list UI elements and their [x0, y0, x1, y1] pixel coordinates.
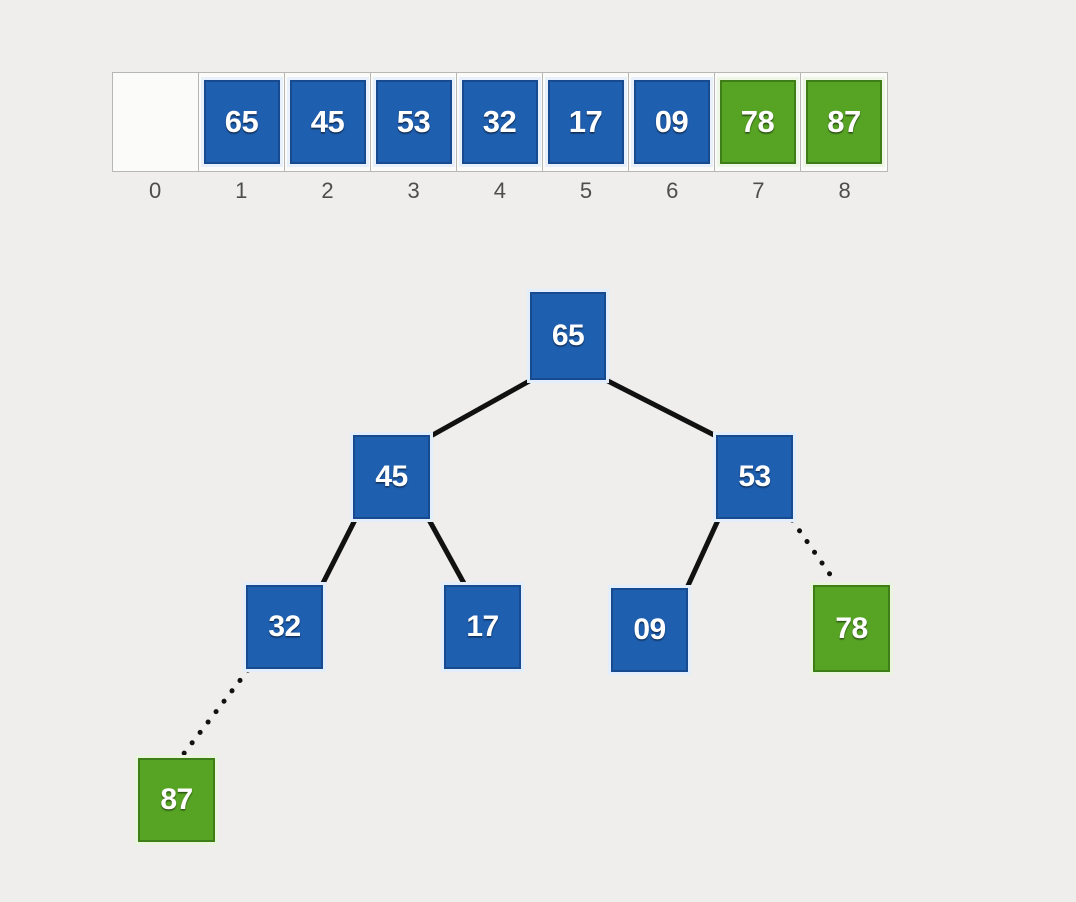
tree-edge-n3-n7 [789, 517, 839, 586]
array-cell-4[interactable]: 32 [457, 73, 543, 171]
tree-node-53[interactable]: 53 [716, 435, 793, 519]
tree-node-87[interactable]: 87 [138, 758, 215, 842]
array-cell-8[interactable]: 87 [801, 73, 887, 171]
array-value-5: 17 [547, 80, 624, 164]
array-value-6: 09 [633, 80, 710, 164]
array-cell-7[interactable]: 78 [715, 73, 801, 171]
array-value-3: 53 [375, 80, 452, 164]
tree-edge-n2-n5 [425, 516, 469, 589]
array-value-1: 65 [203, 80, 280, 164]
array-value-0 [118, 80, 194, 164]
array-index-label-6: 6 [666, 178, 679, 203]
array-value-7: 78 [719, 80, 796, 164]
tree-edge-n3-n6 [683, 516, 722, 592]
array-index-label-1: 1 [235, 178, 248, 203]
tree-edge-n4-n8 [179, 667, 251, 759]
tree-node-78[interactable]: 78 [813, 585, 890, 672]
array-index-label-2: 2 [321, 178, 334, 203]
array-index-row: 0 1 2 3 4 5 6 7 8 [112, 178, 888, 204]
tree-node-09[interactable]: 09 [611, 588, 688, 672]
array-index-label-7: 7 [752, 178, 765, 203]
array-value-4: 32 [461, 80, 538, 164]
array-value-2: 45 [289, 80, 366, 164]
array-index-label-3: 3 [407, 178, 420, 203]
array-cell-1[interactable]: 65 [199, 73, 285, 171]
array-cell-6[interactable]: 09 [629, 73, 715, 171]
tree-node-32[interactable]: 32 [246, 585, 323, 669]
tree-node-45[interactable]: 45 [353, 435, 430, 519]
array-index-label-8: 8 [838, 178, 851, 203]
array-cell-0[interactable] [113, 73, 199, 171]
tree-node-17[interactable]: 17 [444, 585, 521, 669]
tree-edge-n1-n2 [427, 376, 535, 440]
array-index-label-5: 5 [579, 178, 593, 203]
tree-node-65[interactable]: 65 [530, 292, 606, 380]
tree-edge-n2-n4 [318, 516, 359, 589]
array-cell-3[interactable]: 53 [371, 73, 457, 171]
array-index-label-4: 4 [493, 178, 506, 203]
array-value-8: 87 [806, 80, 882, 164]
array-index-label-0: 0 [148, 178, 162, 203]
array-cell-5[interactable]: 17 [543, 73, 629, 171]
tree-edge-n1-n3 [602, 376, 720, 440]
array-cell-2[interactable]: 45 [285, 73, 371, 171]
